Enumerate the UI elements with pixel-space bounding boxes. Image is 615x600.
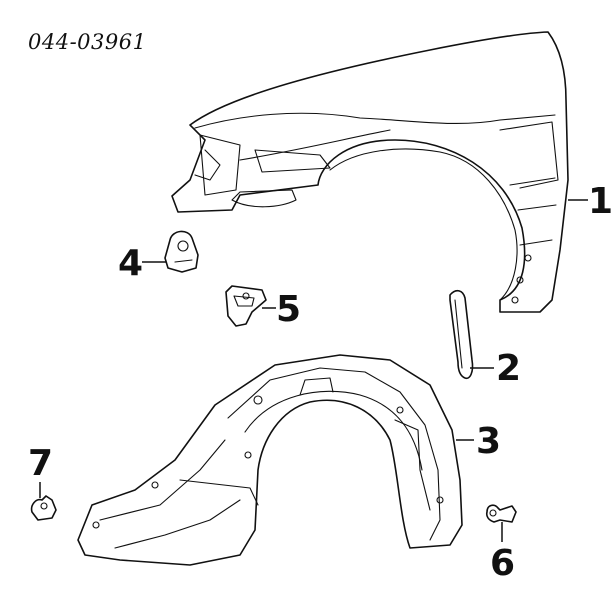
grommet-part: [30, 495, 57, 521]
clip-bracket-part: [225, 285, 267, 327]
fender-part: [171, 31, 569, 313]
callout-7: 7: [28, 443, 54, 484]
callout-6: 6: [490, 543, 516, 584]
callout-5: 5: [276, 289, 302, 330]
callout-4: 4: [118, 243, 144, 284]
fender-liner-part: [77, 354, 463, 566]
push-clip-part: [485, 504, 517, 523]
bracket-part: [164, 230, 199, 273]
molding-strip-part: [449, 289, 474, 380]
callout-2: 2: [496, 348, 522, 389]
diagram-reference-code: 044-03961: [28, 30, 147, 54]
callout-1: 1: [588, 181, 614, 222]
callout-3: 3: [476, 421, 502, 462]
